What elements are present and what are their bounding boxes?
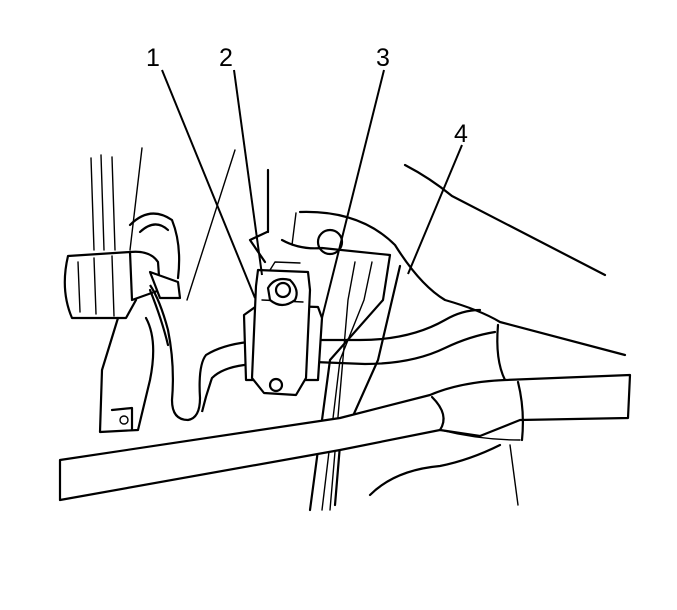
callout-3: 3 [376, 44, 390, 72]
lower-arm [58, 373, 632, 502]
leader-3 [321, 69, 385, 319]
callout-1: 1 [146, 44, 160, 72]
leader-2 [233, 69, 263, 276]
bushing-clamp [242, 261, 324, 397]
left-strut-lines [90, 147, 236, 301]
stabilizer-bar [148, 284, 497, 422]
callout-2: 2 [219, 44, 233, 72]
callout-4: 4 [454, 120, 468, 148]
leader-4 [407, 144, 463, 275]
stabilizer-link [63, 212, 182, 434]
callout-leaders [161, 69, 463, 319]
leader-1 [161, 69, 256, 299]
callout-labels: 1 2 3 4 [146, 44, 468, 148]
